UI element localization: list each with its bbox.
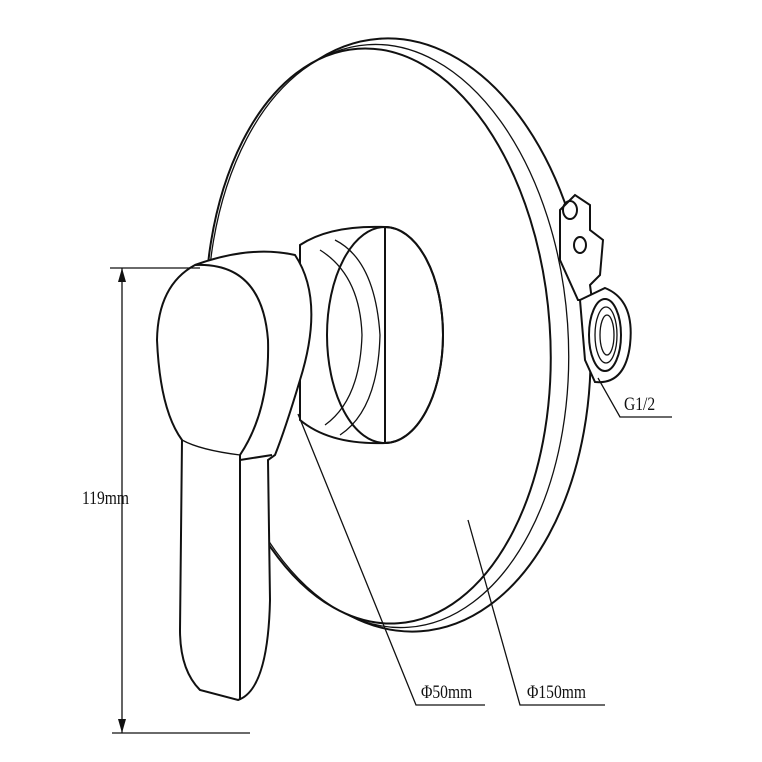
plate-diameter-label: Φ150mm <box>527 682 587 703</box>
thread-label: G1/2 <box>624 394 656 415</box>
height-label: 119mm <box>82 488 130 509</box>
height-dimension <box>110 267 250 734</box>
handle-diameter-label: Φ50mm <box>421 682 473 703</box>
thread-leader <box>597 377 672 418</box>
lever-handle <box>155 250 313 702</box>
plate-diameter-leader <box>467 519 605 706</box>
inlet-connector <box>559 193 632 384</box>
handle-diameter-leader <box>297 413 485 706</box>
valve-body <box>299 225 444 445</box>
